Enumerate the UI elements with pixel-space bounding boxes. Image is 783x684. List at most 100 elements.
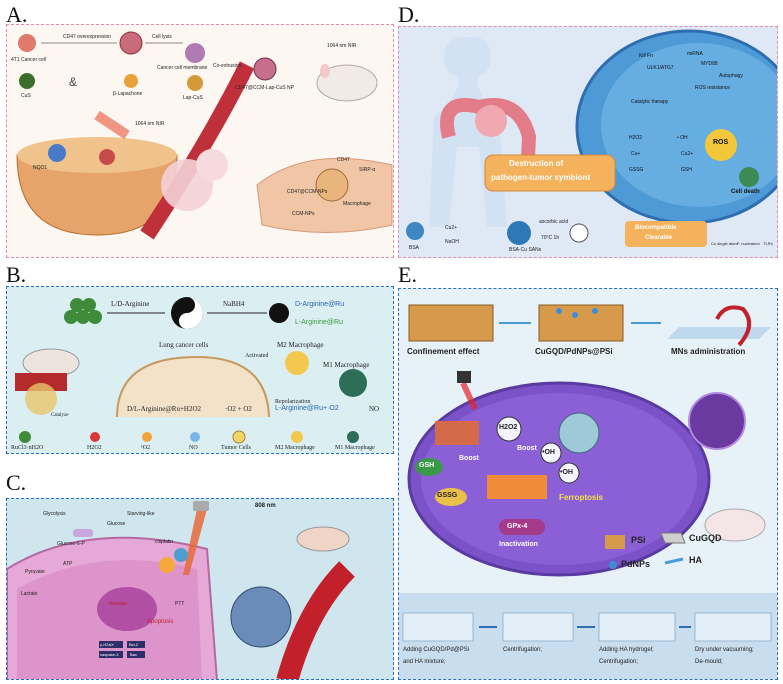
laser-beam: [183, 509, 207, 575]
label-mns: MNs administration: [671, 347, 746, 356]
banner-line-1: Destruction of: [509, 159, 564, 168]
label-cu2-plus: Cu2+: [681, 151, 694, 157]
ros-badge: [705, 129, 737, 161]
panel-a-letter: A.: [6, 2, 28, 27]
dead-cell-icon: [739, 167, 759, 187]
label-sirp: SIRP-α: [359, 167, 376, 173]
panel-b: L/D-Arginine NaBH4 D-Arginine@Ru L-Argin…: [6, 286, 394, 454]
legend-b-3: NO: [189, 445, 198, 451]
label-apoptosis: Apoptosis: [147, 619, 174, 625]
panel-e-artwork: [399, 304, 777, 679]
step-4b: De-mould;: [695, 659, 723, 665]
eq-part-2: ·O2 + O2: [225, 405, 252, 413]
mouse-e-icon: [704, 508, 766, 542]
label-casp: caspase-3: [100, 652, 119, 657]
psi-in-cell: [435, 421, 479, 445]
ru-cluster: [64, 298, 102, 324]
lung-tissue: [15, 373, 67, 391]
legend-ha: HA: [689, 555, 702, 565]
legend-pdnps: PdNPs: [621, 559, 651, 569]
label-nqo1: NQO1: [33, 165, 48, 171]
panel-b-artwork: [15, 297, 367, 444]
label-larg: L-Arginine@Ru: [295, 319, 343, 326]
cus-icon: [19, 73, 35, 89]
label-h2ax: γ-H2AX: [100, 642, 114, 647]
label-cugqd-psi: CuGQD/PdNPs@PSi: [535, 347, 613, 356]
panel-d-artwork: [406, 29, 777, 247]
label-ros: ROS: [713, 139, 729, 146]
label-e-h2o2: H2O2: [499, 424, 518, 431]
label-cisplatin: cisplatin: [155, 539, 174, 545]
label-ldarg: L/D-Arginine: [111, 300, 150, 308]
label-cus: CuS: [21, 93, 31, 99]
label-catalytic: Catalytic therapy: [631, 99, 669, 105]
label-myd: MYD88: [701, 61, 718, 67]
banner-line-2: pathogen-tumor symbiont: [491, 173, 591, 182]
label-clearable: Clearable: [645, 235, 673, 241]
tumor-e: [688, 392, 746, 450]
step-1b: and HA mixture;: [403, 659, 446, 665]
ampersand: &: [69, 75, 78, 89]
label-damage: damage: [109, 601, 128, 607]
step-2: Centrifugation;: [503, 647, 543, 653]
label-glucose: Glucose: [107, 521, 126, 527]
label-blapachone: β-Lapachone: [113, 91, 143, 97]
label-np: CD47@CCM-Lap-CuS NP: [235, 85, 294, 91]
label-cd47-r: CD47: [337, 157, 350, 163]
label-activated: Activated: [245, 353, 269, 359]
label-808nm: 808 nm: [255, 503, 276, 509]
label-boost-2: Boost: [517, 445, 537, 452]
label-cd47: CD47 overexpression: [63, 34, 112, 40]
legend-cugqd: CuGQD: [689, 533, 722, 543]
legend-b-4: Tumor Cells: [221, 445, 251, 451]
label-bcl: Bcl-2: [129, 642, 139, 647]
label-kill-fn: Kill Fn: [639, 53, 653, 59]
label-nps2: CCM-NPs: [292, 211, 315, 217]
eq-part-1: D/L-Arginine@Ru+H2O2: [127, 405, 202, 413]
label-autophagy: Autophagy: [719, 73, 743, 79]
label-e-gssg: GSSG: [437, 492, 458, 499]
label-starving: Starving-like: [127, 511, 155, 517]
legend-b-5: M2 Macrophage: [275, 445, 315, 451]
label-m2: M2 Macrophage: [277, 341, 324, 349]
step-3a: Adding HA hydrogel;: [599, 647, 654, 653]
label-catalyze: Catalyze: [51, 413, 69, 418]
label-gpx4: GPx-4: [507, 523, 528, 530]
laser-device: [193, 501, 209, 511]
label-m1: M1 Macrophage: [323, 361, 370, 369]
membrane-icon: [185, 43, 205, 63]
mouse-icon: [316, 64, 378, 102]
psi-heated: [487, 475, 547, 499]
label-inactivation: Inactivation: [499, 541, 538, 548]
label-bax: Bax: [130, 652, 137, 657]
label-cu-plus: Cu+: [631, 151, 641, 157]
label-naoh: NaOH: [445, 239, 459, 245]
cancer-cell-arc: [116, 355, 270, 418]
cancer-cell-icon: [18, 34, 36, 52]
label-ros-res: ROS resistance: [695, 85, 731, 91]
label-cu2b: Cu2+: [445, 225, 458, 231]
label-ccm: Cancer cell membrane: [157, 65, 208, 71]
label-gsh: GSH: [681, 167, 692, 173]
label-e-oh2: •OH: [560, 469, 573, 476]
panel-c-artwork: [7, 501, 355, 679]
label-e-gsh: GSH: [419, 462, 435, 469]
gssg-badge: [435, 488, 467, 506]
label-cancer-cell: 4T1 Cancer cell: [11, 57, 47, 63]
label-cell-death: Cell death: [731, 189, 760, 195]
step-3b: Centrifugation;: [599, 659, 639, 665]
label-h2o2: H2O2: [629, 135, 643, 141]
m2-macrophage-icon: [285, 351, 309, 375]
blood-vessel: [140, 61, 255, 240]
mouse-c-icon: [296, 526, 350, 552]
step-4a: Dry under vacuuming;: [695, 647, 754, 653]
panel-c: 808 nm Glycolysis Glucose Starving-like …: [6, 498, 394, 680]
eq-part-4: NO: [369, 405, 380, 413]
label-g6p: Glucose-6-P: [57, 541, 85, 547]
tumor-cluster: [230, 586, 292, 648]
panel-e-letter: E.: [398, 262, 417, 287]
mouse-b-icon: [22, 348, 80, 378]
label-coextrusion: Co-extrusion: [213, 63, 242, 69]
label-cell-lysis: Cell lysis: [152, 34, 172, 40]
label-nir-top: 1064 nm NIR: [327, 43, 357, 49]
